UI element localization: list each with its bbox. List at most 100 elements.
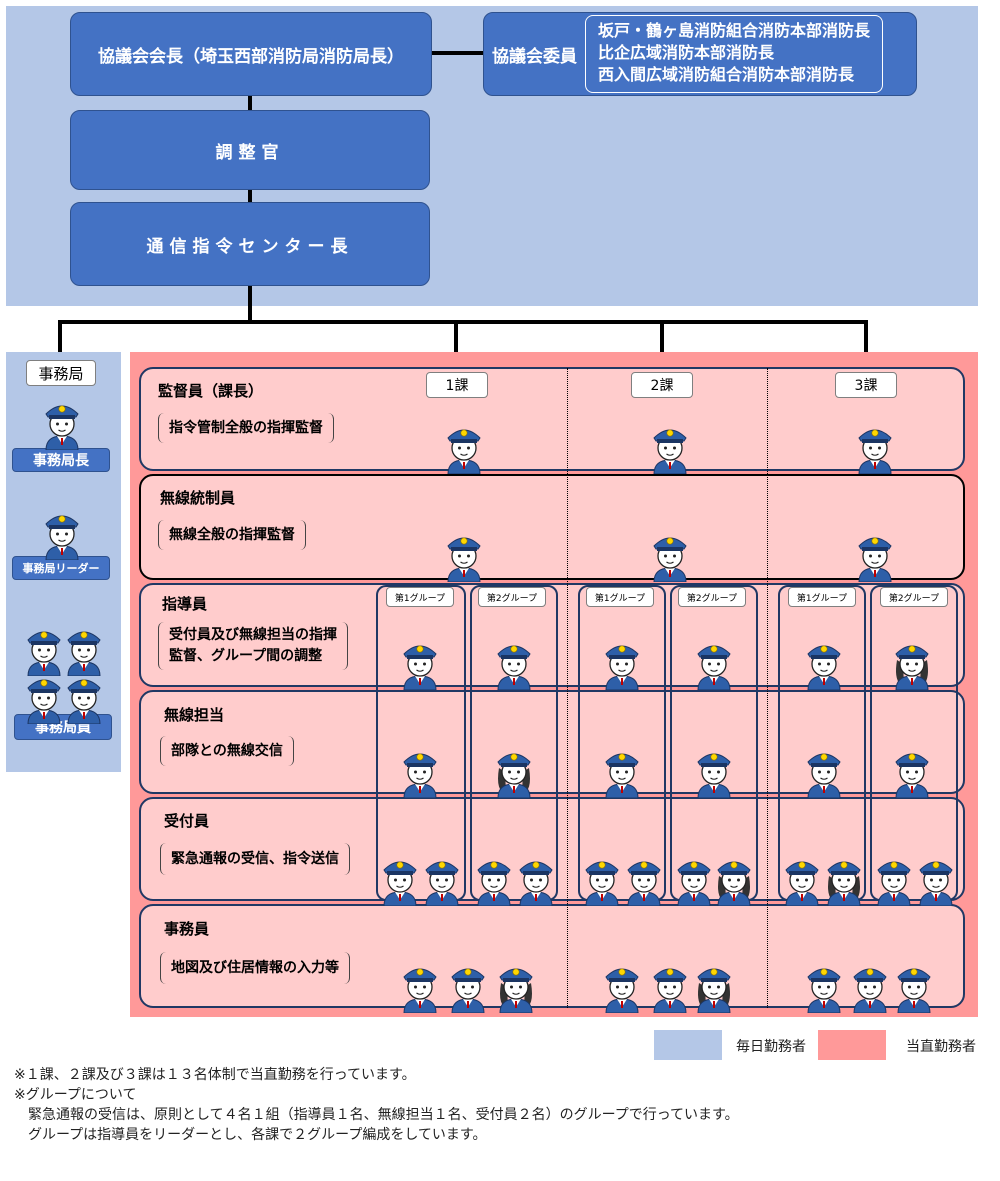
staff-member-icon xyxy=(446,957,490,1014)
group-column xyxy=(376,585,466,901)
supervisor-row xyxy=(139,367,965,471)
staff-member-icon xyxy=(853,418,897,475)
office-role-label: 事務局長 xyxy=(33,453,89,469)
staff-member-icon xyxy=(40,394,84,451)
chief-bus-connector xyxy=(248,286,252,322)
duty-text: 部隊との無線交信 xyxy=(171,742,283,759)
chair-member-connector xyxy=(432,51,484,55)
staff-member-icon xyxy=(600,742,644,799)
group-column xyxy=(778,585,866,901)
staff-member-icon xyxy=(492,742,536,799)
staff-member-icon xyxy=(378,850,422,907)
staff-member-icon xyxy=(802,957,846,1014)
chair-adjuster-connector xyxy=(248,96,252,110)
center-chief-label: 通信指令センター長 xyxy=(146,236,354,257)
duty-description: 無線全般の指揮監督 xyxy=(158,520,306,550)
duty-description: 受付員及び無線担当の指揮 監督、グループ間の調整 xyxy=(158,622,348,670)
group-label: 第2グループ xyxy=(678,587,746,607)
group-label-text: 第2グループ xyxy=(888,593,940,604)
group-label-text: 第1グループ xyxy=(394,593,446,604)
staff-member-icon xyxy=(62,620,106,677)
division-separator xyxy=(767,368,768,1008)
staff-member-icon xyxy=(62,668,106,725)
office-chief-role: 事務局長 xyxy=(12,448,110,472)
staff-member-icon xyxy=(398,742,442,799)
group-label: 第1グループ xyxy=(386,587,454,607)
staff-member-icon xyxy=(890,742,934,799)
staff-member-icon xyxy=(648,418,692,475)
staff-member-icon xyxy=(692,742,736,799)
duty-text: 無線全般の指揮監督 xyxy=(169,526,295,543)
staff-member-icon xyxy=(802,634,846,691)
group-label: 第2グループ xyxy=(478,587,546,607)
duty-text: 受付員及び無線担当の指揮 xyxy=(169,627,337,643)
duty-text: 緊急通報の受信、指令送信 xyxy=(171,850,339,867)
division-bus-line xyxy=(58,320,868,324)
duty-text: 地図及び住居情報の入力等 xyxy=(171,959,339,976)
division3-connector xyxy=(864,320,868,372)
office-label-text: 事務局 xyxy=(38,364,84,383)
radio-control-row xyxy=(139,474,965,580)
division-label-text: 3課 xyxy=(854,378,878,394)
staff-member-icon xyxy=(712,850,756,907)
group-label: 第1グループ xyxy=(788,587,856,607)
group-column xyxy=(578,585,666,901)
staff-member-icon xyxy=(872,850,916,907)
group-column xyxy=(470,585,558,901)
office-label: 事務局 xyxy=(26,360,96,386)
group-column xyxy=(870,585,958,901)
staff-member-icon xyxy=(600,634,644,691)
group-label-text: 第1グループ xyxy=(594,593,646,604)
staff-member-icon xyxy=(890,634,934,691)
division-separator xyxy=(567,368,568,1008)
staff-member-icon xyxy=(853,526,897,583)
note-line: グループは指導員をリーダーとし、各課で２グループ編成をしています。 xyxy=(14,1127,487,1143)
staff-member-icon xyxy=(648,526,692,583)
staff-member-icon xyxy=(802,742,846,799)
duty-text: 監督、グループ間の調整 xyxy=(169,648,323,664)
duty-description: 緊急通報の受信、指令送信 xyxy=(160,843,350,875)
group-label-text: 第1グループ xyxy=(796,593,848,604)
row-title: 事務員 xyxy=(164,920,210,938)
staff-member-icon xyxy=(580,850,624,907)
staff-member-icon xyxy=(494,957,538,1014)
call-taker-row xyxy=(139,797,965,901)
division-label: 3課 xyxy=(835,372,897,398)
legend-daily-swatch xyxy=(654,1030,722,1060)
staff-member-icon xyxy=(442,418,486,475)
row-title: 無線統制員 xyxy=(160,489,236,507)
group-column xyxy=(670,585,758,901)
duty-text: 指令管制全般の指揮監督 xyxy=(169,419,323,436)
row-title: 受付員 xyxy=(164,812,210,830)
division1-connector xyxy=(454,320,458,372)
note-line: ※１課、２課及び３課は１３名体制で当直勤務を行っています。 xyxy=(14,1067,416,1083)
staff-member-icon xyxy=(472,850,516,907)
note-line: ※グループについて xyxy=(14,1087,137,1103)
council-members-list: 坂戸・鶴ヶ島消防組合消防本部消防長 比企広域消防本部消防長 西入間広域消防組合消… xyxy=(585,15,884,93)
legend-shift-label: 当直勤務者 xyxy=(906,1039,976,1055)
office-connector xyxy=(58,320,62,362)
staff-member-icon xyxy=(648,957,692,1014)
staff-member-icon xyxy=(892,957,936,1014)
adjuster-label: 調整官 xyxy=(215,142,285,163)
council-member-item: 坂戸・鶴ヶ島消防組合消防本部消防長 xyxy=(598,21,871,40)
council-member-item: 西入間広域消防組合消防本部消防長 xyxy=(598,65,855,84)
office-leader-role: 事務局リーダー xyxy=(12,556,110,580)
office-role-label: 事務局リーダー xyxy=(22,562,100,575)
council-chair-box: 協議会会長（埼玉西部消防局消防局長） xyxy=(70,12,432,96)
group-label: 第1グループ xyxy=(586,587,654,607)
division-label: 2課 xyxy=(631,372,693,398)
division-label-text: 2課 xyxy=(650,378,674,394)
staff-member-icon xyxy=(692,634,736,691)
duty-description: 指令管制全般の指揮監督 xyxy=(158,413,334,443)
duty-description: 地図及び住居情報の入力等 xyxy=(160,952,350,984)
group-label: 第2グループ xyxy=(880,587,948,607)
row-title: 監督員（課長） xyxy=(158,382,264,400)
division-label-text: 1課 xyxy=(445,378,469,394)
council-members-box: 協議会委員 坂戸・鶴ヶ島消防組合消防本部消防長 比企広域消防本部消防長 西入間広… xyxy=(483,12,917,96)
council-chair-label: 協議会会長（埼玉西部消防局消防局長） xyxy=(98,46,404,67)
group-label-text: 第2グループ xyxy=(686,593,738,604)
row-title: 指導員 xyxy=(162,595,208,613)
staff-member-icon xyxy=(914,850,958,907)
council-member-item: 比企広域消防本部消防長 xyxy=(598,43,775,62)
